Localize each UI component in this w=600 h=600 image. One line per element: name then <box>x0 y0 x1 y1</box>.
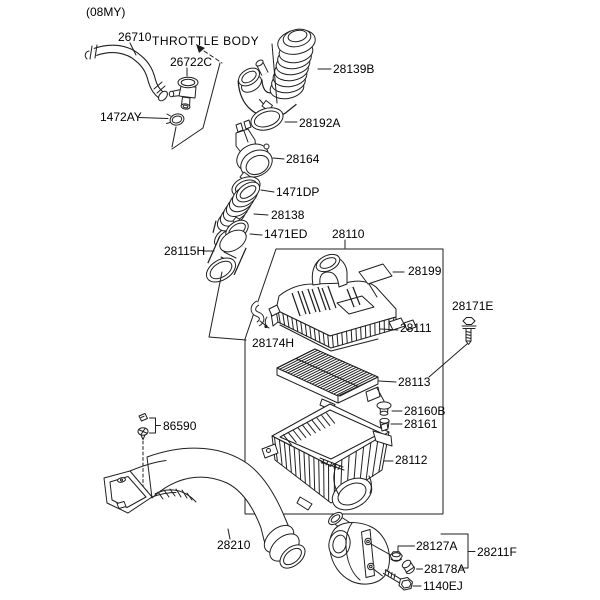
air-cleaner-cover-28111 <box>264 253 417 352</box>
intake-duct-28139B <box>237 28 316 118</box>
part-label-28139B: 28139B <box>333 62 374 76</box>
throttle-body-label: THROTTLE BODY <box>152 34 259 48</box>
part-label-28138: 28138 <box>271 208 305 222</box>
clamp-1472AY <box>166 113 185 126</box>
part-label-28110: 28110 <box>332 227 365 241</box>
part-label-1471DP: 1471DP <box>276 185 319 199</box>
part-label-1140EJ: 1140EJ <box>423 579 463 593</box>
part-label-26722C: 26722C <box>170 55 212 69</box>
part-label-1471ED: 1471ED <box>264 227 308 241</box>
air-cleaner-body-28112 <box>261 403 393 511</box>
valve-26722C <box>168 67 199 110</box>
part-label-28164: 28164 <box>286 152 320 166</box>
nut-28127A <box>389 551 403 562</box>
intake-duct-28210 <box>103 447 306 569</box>
part-label-1472AY: 1472AY <box>100 110 142 124</box>
part-label-28210: 28210 <box>217 538 251 552</box>
part-label-26710: 26710 <box>118 30 152 44</box>
part-label-28161: 28161 <box>404 417 438 431</box>
resonator-28211F <box>328 511 392 585</box>
part-label-28178A: 28178A <box>424 562 465 576</box>
duct-hatch-band <box>154 488 197 503</box>
spacer-28178A <box>401 559 415 575</box>
air-flow-sensor-28164 <box>235 119 273 178</box>
inner-wall-ribs <box>282 412 336 446</box>
hose-28174H <box>250 300 268 329</box>
bolt-28171E <box>428 317 477 378</box>
breather-hose-26710 <box>84 44 168 102</box>
part-label-28192A: 28192A <box>299 116 340 130</box>
part-label-28115H: 28115H <box>164 244 205 258</box>
clamp-28192A <box>250 99 284 131</box>
rim-hatch <box>319 457 345 471</box>
air-filter-28113 <box>276 348 381 411</box>
part-label-28111: 28111 <box>400 321 432 335</box>
bolt-1140EJ <box>382 569 413 591</box>
part-label-28171E: 28171E <box>452 299 493 313</box>
part-label-28199: 28199 <box>408 264 442 278</box>
part-label-28112: 28112 <box>395 453 428 467</box>
air-cleaner-assembly-box: 28110 <box>244 227 444 515</box>
grommet-28160B <box>376 387 392 416</box>
part-label-86590: 86590 <box>163 419 197 433</box>
model-year-note: (08MY) <box>86 5 125 19</box>
caution-label-28199 <box>358 263 393 298</box>
part-label-28113: 28113 <box>398 375 431 389</box>
part-label-28127A: 28127A <box>416 539 457 553</box>
air-duct-28115H <box>205 229 247 283</box>
group-bracket-28211F <box>440 533 476 569</box>
part-label-28211F: 28211F <box>477 545 517 559</box>
cover-flange-ribs <box>277 310 395 348</box>
part-label-28160B: 28160B <box>404 404 445 418</box>
arrow-icon <box>196 44 205 53</box>
throttle-body-callout: THROTTLE BODY <box>152 34 259 150</box>
part-label-28174H: 28174H <box>252 336 294 350</box>
